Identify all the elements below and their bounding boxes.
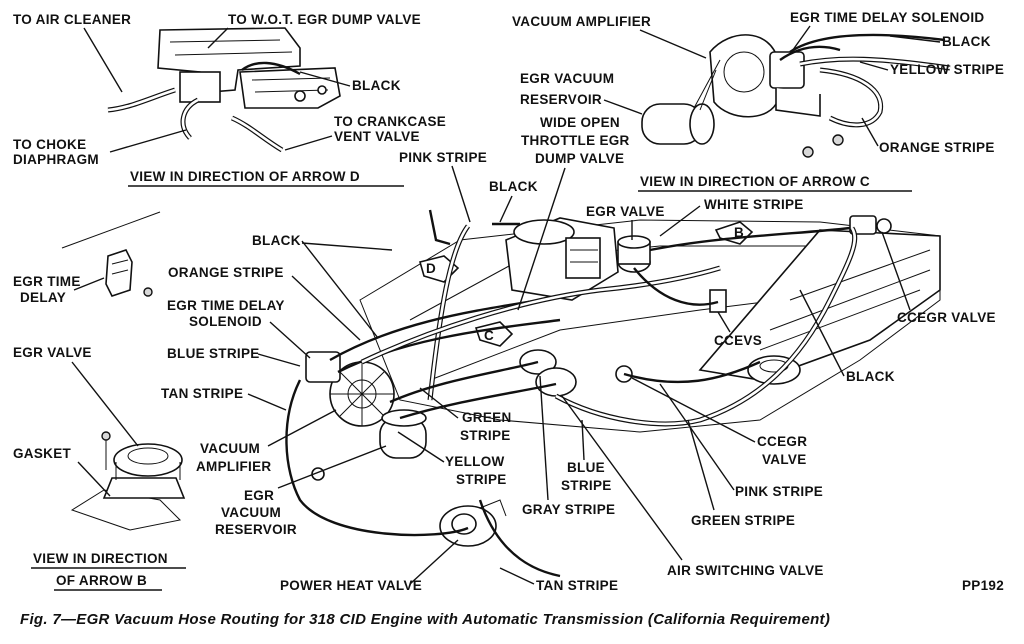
label-orange-stripe-c: ORANGE STRIPE: [879, 140, 995, 155]
label-ccegr-valve-right: CCEGR VALVE: [897, 310, 996, 325]
label-egr-vacuum-reservoir-line1: EGR: [244, 488, 274, 503]
label-egr-valve-b: EGR VALVE: [13, 345, 92, 360]
hose-yellow-main: [399, 382, 557, 420]
label-green-stripe-right: GREEN STRIPE: [691, 513, 795, 528]
label-egr-vacuum-reservoir-c-line1: EGR VACUUM: [520, 71, 614, 86]
arrow-b-marker: B: [714, 221, 754, 245]
power-heat-valve: [439, 499, 507, 547]
label-gasket: GASKET: [13, 446, 72, 461]
view-d-detail: TO AIR CLEANER TO W.O.T. EGR DUMP VALVE …: [13, 12, 446, 187]
hose-black-d: [241, 61, 301, 76]
label-gray-stripe: GRAY STRIPE: [522, 502, 615, 517]
hose-tan-bottom: [478, 499, 561, 578]
hose-orange-c: [819, 67, 884, 128]
label-wot-line3: DUMP VALVE: [535, 151, 624, 166]
vacuum-reservoir-c: [641, 103, 715, 145]
label-wot-line2: THROTTLE EGR: [521, 133, 630, 148]
label-green-stripe-mid-line2: STRIPE: [460, 428, 511, 443]
label-to-wot-egr-dump-valve: TO W.O.T. EGR DUMP VALVE: [228, 12, 421, 27]
arrow-c-marker: C: [474, 321, 514, 347]
label-blue-stripe-mid-line2: STRIPE: [561, 478, 612, 493]
view-b-title-line1: VIEW IN DIRECTION: [33, 551, 168, 566]
label-egr-vacuum-reservoir-line3: RESERVOIR: [215, 522, 297, 537]
label-vacuum-amplifier-line1: VACUUM: [200, 441, 260, 456]
label-blue-stripe-mid-line1: BLUE: [567, 460, 605, 475]
label-pink-stripe-top: PINK STRIPE: [399, 150, 487, 165]
label-to-air-cleaner: TO AIR CLEANER: [13, 12, 131, 27]
label-egr-time-delay-line1: EGR TIME: [13, 274, 81, 289]
label-to-crankcase-line1: TO CRANKCASE: [334, 114, 446, 129]
main-labels: PINK STRIPE WIDE OPEN THROTTLE EGR DUMP …: [161, 115, 996, 593]
label-black-d: BLACK: [352, 78, 401, 93]
hose-green-mid: [389, 360, 539, 404]
engine-drawing: B D C: [285, 209, 941, 578]
label-egr-valve-main: EGR VALVE: [586, 204, 665, 219]
arrow-c-letter: C: [484, 328, 494, 343]
label-ccegr-valve-mid-line2: VALVE: [762, 452, 807, 467]
figure-caption: Fig. 7—EGR Vacuum Hose Routing for 318 C…: [20, 611, 831, 628]
view-d-title: VIEW IN DIRECTION OF ARROW D: [130, 169, 360, 184]
label-tan-stripe-left: TAN STRIPE: [161, 386, 243, 401]
ccevs-part: [709, 289, 727, 313]
hose-black-c: [789, 33, 946, 53]
arrow-d-letter: D: [426, 261, 436, 276]
hose-top-right: [649, 226, 851, 252]
label-tan-stripe-bottom: TAN STRIPE: [536, 578, 618, 593]
label-egr-time-delay-solenoid-c: EGR TIME DELAY SOLENOID: [790, 10, 984, 25]
label-air-switching-valve: AIR SWITCHING VALVE: [667, 563, 824, 578]
label-egr-time-delay-line2: DELAY: [20, 290, 66, 305]
label-egr-time-delay-solenoid-line2: SOLENOID: [189, 314, 262, 329]
label-ccegr-valve-mid-line1: CCEGR: [757, 434, 807, 449]
label-green-stripe-mid-line1: GREEN: [462, 410, 512, 425]
hose-ccevs: [633, 267, 719, 306]
label-egr-time-delay-solenoid-line1: EGR TIME DELAY: [167, 298, 285, 313]
label-black-c: BLACK: [942, 34, 991, 49]
egr-time-delay-solenoid-c: [769, 51, 844, 158]
label-yellow-stripe-line2: STRIPE: [456, 472, 507, 487]
hose-tan-left: [285, 379, 469, 537]
label-yellow-stripe-line1: YELLOW: [445, 454, 505, 469]
arrow-b-letter: B: [734, 225, 744, 240]
label-egr-vacuum-reservoir-line2: VACUUM: [221, 505, 281, 520]
label-to-choke-line2: DIAPHRAGM: [13, 152, 99, 167]
label-black-top: BLACK: [489, 179, 538, 194]
label-vacuum-amplifier-line2: AMPLIFIER: [196, 459, 271, 474]
view-c-title: VIEW IN DIRECTION OF ARROW C: [640, 174, 870, 189]
label-yellow-stripe-c: YELLOW STRIPE: [890, 62, 1004, 77]
label-vacuum-amplifier-c: VACUUM AMPLIFIER: [512, 14, 651, 29]
view-b-title-line2: OF ARROW B: [56, 573, 147, 588]
label-power-heat-valve: POWER HEAT VALVE: [280, 578, 422, 593]
label-egr-vacuum-reservoir-c-line2: RESERVOIR: [520, 92, 602, 107]
label-black-right: BLACK: [846, 369, 895, 384]
carburetor-top-drawing: [157, 27, 341, 109]
label-to-choke-line1: TO CHOKE: [13, 137, 86, 152]
egr-hose-routing-diagram: TO AIR CLEANER TO W.O.T. EGR DUMP VALVE …: [13, 10, 1004, 593]
ccegr-valve-right-part: [849, 215, 892, 235]
label-ccevs: CCEVS: [714, 333, 762, 348]
egr-valve-b-part: [70, 431, 186, 531]
label-to-crankcase-line2: VENT VALVE: [334, 129, 420, 144]
left-details: EGR TIME DELAY EGR VALVE GASKET VIEW IN …: [13, 211, 186, 591]
egr-time-delay-part: [105, 249, 153, 297]
figure-code: PP192: [962, 578, 1004, 593]
label-black-left: BLACK: [252, 233, 301, 248]
label-pink-stripe-right: PINK STRIPE: [735, 484, 823, 499]
label-orange-stripe: ORANGE STRIPE: [168, 265, 284, 280]
vacuum-amplifier-c: [693, 34, 779, 118]
label-blue-stripe-left: BLUE STRIPE: [167, 346, 260, 361]
view-c-detail: VACUUM AMPLIFIER EGR TIME DELAY SOLENOID…: [512, 10, 1004, 192]
label-white-stripe: WHITE STRIPE: [704, 197, 804, 212]
egr-valve-main: [617, 235, 651, 273]
label-wot-line1: WIDE OPEN: [540, 115, 620, 130]
hose-pink-right: [623, 360, 761, 384]
air-switching-valve: [519, 349, 577, 397]
